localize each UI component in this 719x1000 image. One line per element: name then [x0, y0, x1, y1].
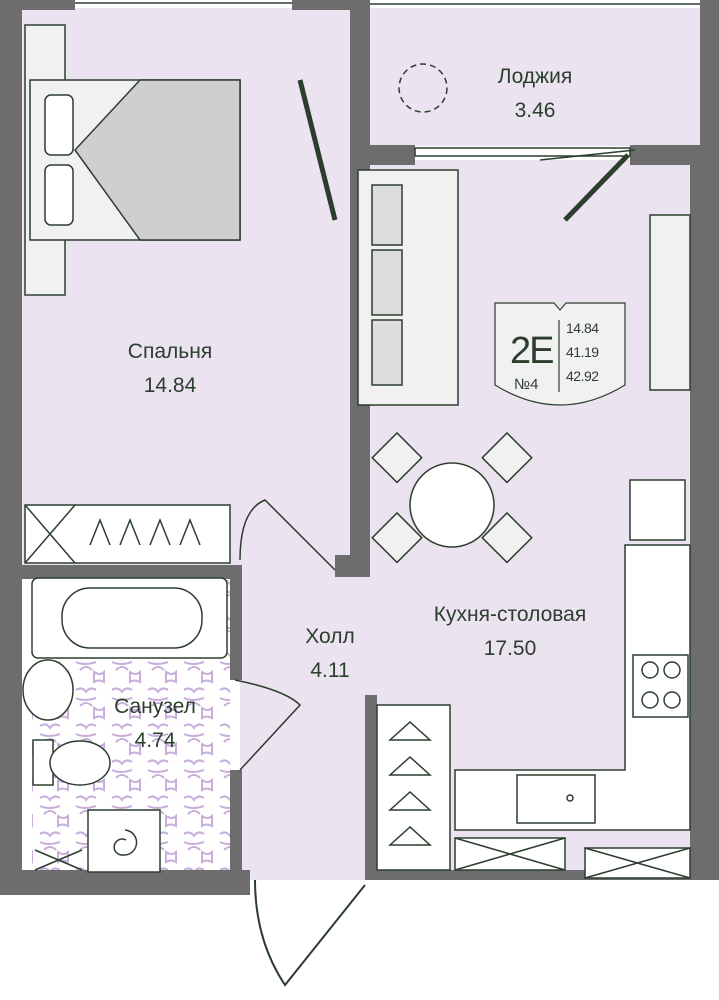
living-area: 14.84	[566, 320, 599, 336]
room-name: Санузел	[114, 695, 196, 718]
total-area: 41.19	[566, 344, 599, 360]
room-area: 3.46	[514, 99, 556, 122]
room-name: Спальня	[127, 340, 213, 363]
bedroom-wardrobe	[24, 504, 231, 564]
bedroom-label: Спальня 14.84	[128, 335, 212, 403]
walls	[0, 0, 719, 895]
bathroom-label: Санузел 4.74	[114, 690, 196, 758]
total-area-with-loggia: 42.92	[566, 368, 599, 384]
room-name: Лоджия	[497, 65, 573, 88]
bathroom-fixtures	[22, 577, 228, 873]
dining-table	[371, 431, 533, 564]
apartment-badge: 2Е №4 14.84 41.19 42.92	[492, 300, 628, 410]
room-name: Кухня-столовая	[433, 603, 587, 626]
kitchen-counter	[454, 479, 691, 879]
room-name: Холл	[305, 625, 355, 648]
hall-label: Холл 4.11	[305, 620, 355, 688]
loggia-area	[370, 8, 702, 146]
bed	[24, 24, 241, 296]
apartment-type: 2Е	[510, 330, 555, 372]
room-area: 14.84	[143, 374, 197, 397]
room-area: 4.11	[310, 659, 350, 682]
badge-shape	[494, 302, 626, 406]
loggia-label: Лоджия 3.46	[498, 60, 572, 128]
room-area: 4.74	[134, 729, 176, 752]
hall-area	[240, 568, 375, 880]
hall-wardrobe	[376, 704, 451, 871]
room-area: 17.50	[483, 637, 537, 660]
furniture	[22, 2, 700, 987]
sofa	[357, 169, 459, 406]
badge-areas: 14.84 41.19 42.92	[566, 316, 599, 388]
apartment-number: №4	[514, 376, 539, 393]
kitchen-label: Кухня-столовая 17.50	[434, 598, 586, 666]
plant-icon	[398, 63, 448, 113]
